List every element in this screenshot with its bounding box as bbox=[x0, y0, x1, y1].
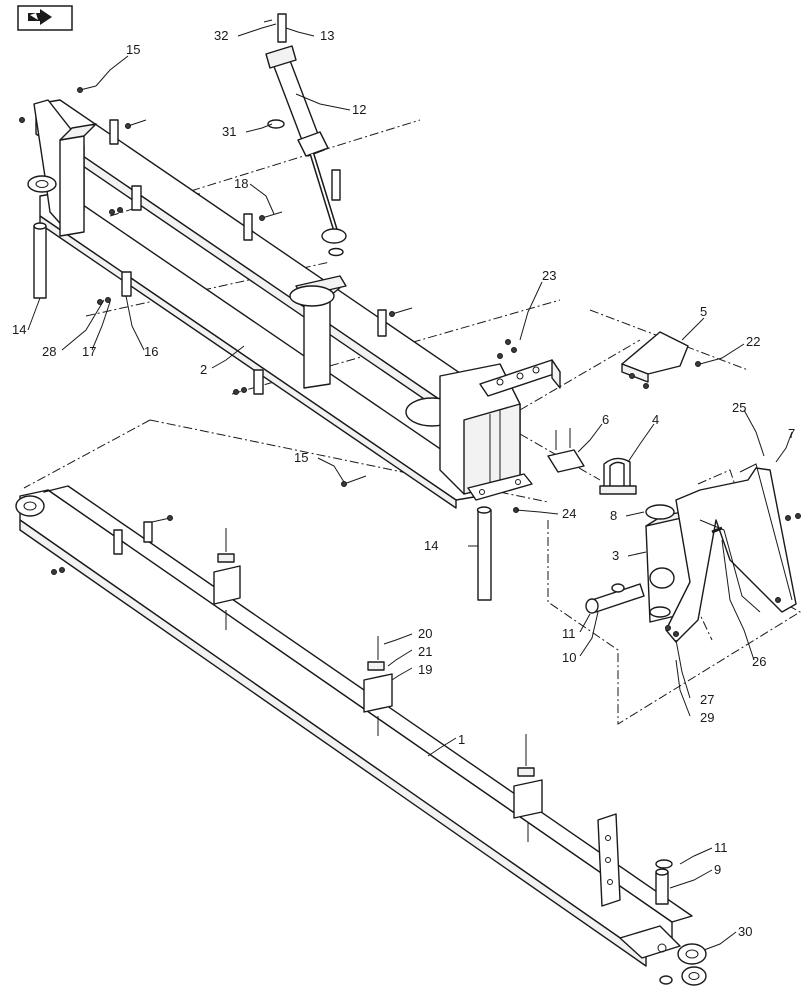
next-page-arrow-icon bbox=[28, 9, 52, 25]
callout-6: 6 bbox=[602, 412, 609, 427]
pin-14-left bbox=[33, 222, 47, 299]
callout-17: 17 bbox=[82, 344, 96, 359]
callout-28: 28 bbox=[42, 344, 56, 359]
boom-clips bbox=[109, 119, 387, 395]
callout-16: 16 bbox=[144, 344, 158, 359]
next-page-button[interactable] bbox=[17, 5, 73, 31]
callout-8: 8 bbox=[610, 508, 617, 523]
callout-5: 5 bbox=[700, 304, 707, 319]
callout-4: 4 bbox=[652, 412, 659, 427]
callout-10: 10 bbox=[562, 650, 576, 665]
pin-9 bbox=[655, 859, 673, 905]
bracket-6 bbox=[547, 428, 585, 473]
callout-15-lower: 15 bbox=[294, 450, 308, 465]
callout-15-upper: 15 bbox=[126, 42, 140, 57]
callout-14-right: 14 bbox=[424, 538, 438, 553]
callout-29: 29 bbox=[700, 710, 714, 725]
callout-2: 2 bbox=[200, 362, 207, 377]
arm-bracket-7 bbox=[665, 463, 801, 643]
callout-14-left: 14 bbox=[12, 322, 26, 337]
callout-26: 26 bbox=[752, 654, 766, 669]
pin-10 bbox=[585, 583, 645, 614]
callout-11-upper: 11 bbox=[562, 626, 576, 641]
callout-23: 23 bbox=[542, 268, 556, 283]
callout-21: 21 bbox=[418, 644, 432, 659]
pin-14-right bbox=[476, 506, 492, 601]
callout-31: 31 bbox=[222, 124, 236, 139]
lower-boom-frame bbox=[15, 485, 693, 967]
bracket-5 bbox=[621, 331, 689, 389]
lower-boom-clamps bbox=[51, 515, 543, 842]
callout-11-lower: 11 bbox=[714, 840, 728, 855]
callout-25: 25 bbox=[732, 400, 746, 415]
callout-1: 1 bbox=[458, 732, 465, 747]
callout-labels: 32 13 15 12 31 18 23 5 22 14 28 17 16 2 … bbox=[12, 28, 795, 939]
callout-22: 22 bbox=[746, 334, 760, 349]
callout-leaders bbox=[27, 23, 793, 951]
bolt-fasteners-upper bbox=[19, 85, 701, 513]
callout-24: 24 bbox=[562, 506, 576, 521]
hydraulic-cylinder bbox=[263, 13, 347, 257]
callout-32: 32 bbox=[214, 28, 228, 43]
spring-26 bbox=[711, 526, 723, 534]
callout-20: 20 bbox=[418, 626, 432, 641]
callout-18: 18 bbox=[234, 176, 248, 191]
callout-9: 9 bbox=[714, 862, 721, 877]
callout-7: 7 bbox=[788, 426, 795, 441]
upper-boom-frame bbox=[27, 99, 561, 509]
callout-12: 12 bbox=[352, 102, 366, 117]
callout-13: 13 bbox=[320, 28, 334, 43]
callout-19: 19 bbox=[418, 662, 432, 677]
washers-30 bbox=[659, 943, 707, 986]
callout-27: 27 bbox=[700, 692, 714, 707]
u-bolt-4 bbox=[599, 457, 637, 495]
callout-30: 30 bbox=[738, 924, 752, 939]
callout-3: 3 bbox=[612, 548, 619, 563]
